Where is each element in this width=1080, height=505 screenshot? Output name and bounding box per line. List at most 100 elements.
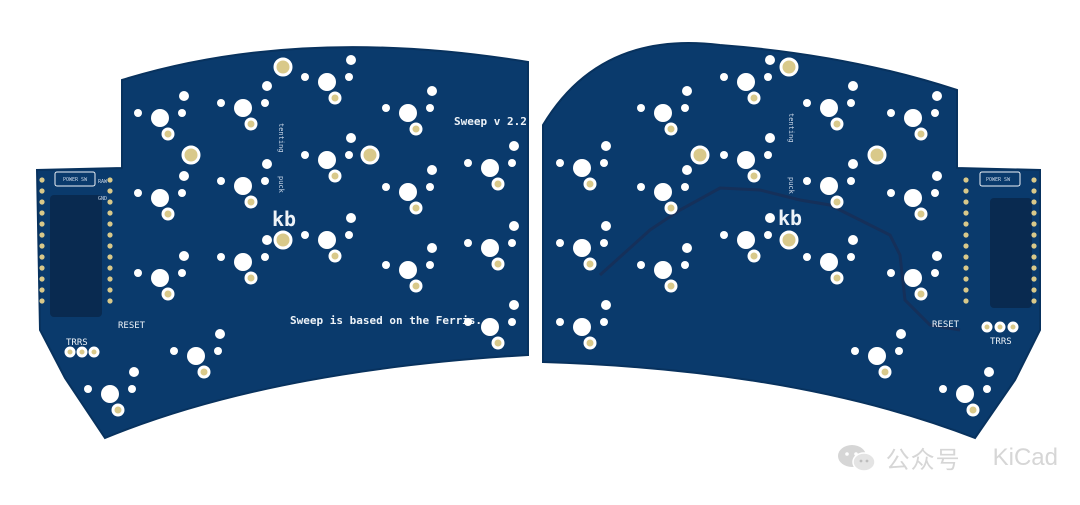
- right-switch-pad: [914, 207, 928, 221]
- right-header-pin: [963, 254, 969, 260]
- right-switch-pad: [664, 279, 678, 293]
- right-switch-hole: [573, 159, 591, 177]
- right-header-pin: [1031, 188, 1037, 194]
- left-switch-pad: [244, 271, 258, 285]
- left-switch-pad: [509, 300, 519, 310]
- right-power-label: POWER SW: [986, 177, 1011, 183]
- left-header-pin: [39, 254, 45, 260]
- left-switch-pin: [134, 269, 142, 277]
- right-switch-hole: [654, 261, 672, 279]
- right-header-pin: [1031, 243, 1037, 249]
- right-switch-pin: [764, 151, 772, 159]
- left-switch-hole: [234, 253, 252, 271]
- left-switch-pin: [301, 73, 309, 81]
- left-switch-pad: [328, 91, 342, 105]
- right-switch-pin: [637, 104, 645, 112]
- left-switch-hole: [101, 385, 119, 403]
- left-header-pin: [107, 188, 113, 194]
- right-switch-hole: [737, 231, 755, 249]
- left-half: POWER SW RAW GND RESET TRRS tenting puck…: [35, 46, 529, 440]
- right-switch-pin: [983, 385, 991, 393]
- right-header-pin: [963, 177, 969, 183]
- left-switch-hole: [399, 261, 417, 279]
- right-switch-hole: [820, 99, 838, 117]
- right-switch-pad: [848, 81, 858, 91]
- left-switch-pad: [509, 221, 519, 231]
- left-switch-hole: [151, 269, 169, 287]
- left-power-switch: [54, 171, 96, 187]
- left-pin-gnd: GND: [98, 196, 107, 202]
- right-mounting-pad: [867, 145, 887, 165]
- right-holes: [556, 55, 994, 417]
- right-header-pin: [1031, 210, 1037, 216]
- left-switch-hole: [399, 104, 417, 122]
- right-mcu-plane: [990, 198, 1032, 308]
- right-switch-pin: [720, 151, 728, 159]
- left-switch-pin: [464, 239, 472, 247]
- left-switch-pin: [345, 73, 353, 81]
- right-switch-pad: [914, 127, 928, 141]
- right-switch-pin: [681, 104, 689, 112]
- left-trrs-pad: [64, 346, 76, 358]
- right-switch-pad: [583, 336, 597, 350]
- left-header-pin: [107, 298, 113, 304]
- right-switch-pad: [878, 365, 892, 379]
- watermark: 公众号 KiCad: [836, 440, 1058, 475]
- left-switch-pad: [328, 249, 342, 263]
- left-header-pin: [39, 265, 45, 271]
- right-switch-pin: [720, 231, 728, 239]
- left-switch-pin: [134, 189, 142, 197]
- right-switch-hole: [904, 109, 922, 127]
- right-switch-pin: [847, 99, 855, 107]
- right-switch-pad: [601, 221, 611, 231]
- right-mounting-pad: [690, 145, 710, 165]
- left-trrs-pad: [76, 346, 88, 358]
- left-switch-pad: [197, 365, 211, 379]
- left-switch-hole: [151, 189, 169, 207]
- right-switch-pin: [637, 183, 645, 191]
- right-switch-pin: [720, 73, 728, 81]
- right-switch-pad: [914, 287, 928, 301]
- left-switch-pad: [262, 81, 272, 91]
- right-switch-hole: [868, 347, 886, 365]
- left-switch-pin: [426, 104, 434, 112]
- right-header-pin: [1031, 276, 1037, 282]
- left-switch-pad: [346, 55, 356, 65]
- left-header-pin: [39, 199, 45, 205]
- right-switch-pad: [765, 213, 775, 223]
- left-switch-pad: [409, 201, 423, 215]
- left-header-pin: [39, 298, 45, 304]
- left-switch-pin: [261, 253, 269, 261]
- right-tenting-label: tenting: [787, 113, 795, 143]
- right-switch-pad: [830, 271, 844, 285]
- left-switch-hole: [481, 239, 499, 257]
- right-switch-pin: [803, 253, 811, 261]
- right-trrs-pad: [981, 321, 993, 333]
- left-reset-label: RESET: [118, 321, 146, 331]
- right-switch-hole: [573, 318, 591, 336]
- right-header-pin: [1031, 298, 1037, 304]
- version-label: Sweep v 2.2: [454, 115, 527, 128]
- left-switch-pad: [129, 367, 139, 377]
- right-switch-pin: [600, 159, 608, 167]
- right-header-pin: [1031, 287, 1037, 293]
- right-switch-pad: [966, 403, 980, 417]
- right-header-pin: [963, 276, 969, 282]
- left-switch-pin: [345, 151, 353, 159]
- left-switch-pin: [261, 99, 269, 107]
- left-header-pin: [107, 177, 113, 183]
- left-logo: kb: [272, 207, 296, 231]
- right-switch-pad: [747, 249, 761, 263]
- left-switch-hole: [481, 159, 499, 177]
- right-header-pin: [963, 199, 969, 205]
- right-switch-pin: [556, 159, 564, 167]
- left-header-pin: [107, 265, 113, 271]
- left-puck-label: puck: [277, 176, 285, 194]
- right-switch-pad: [765, 55, 775, 65]
- left-switch-pin: [508, 239, 516, 247]
- right-header-pin: [963, 243, 969, 249]
- left-switch-pad: [111, 403, 125, 417]
- left-switch-pad: [179, 251, 189, 261]
- left-switch-pin: [84, 385, 92, 393]
- left-switch-pin: [178, 189, 186, 197]
